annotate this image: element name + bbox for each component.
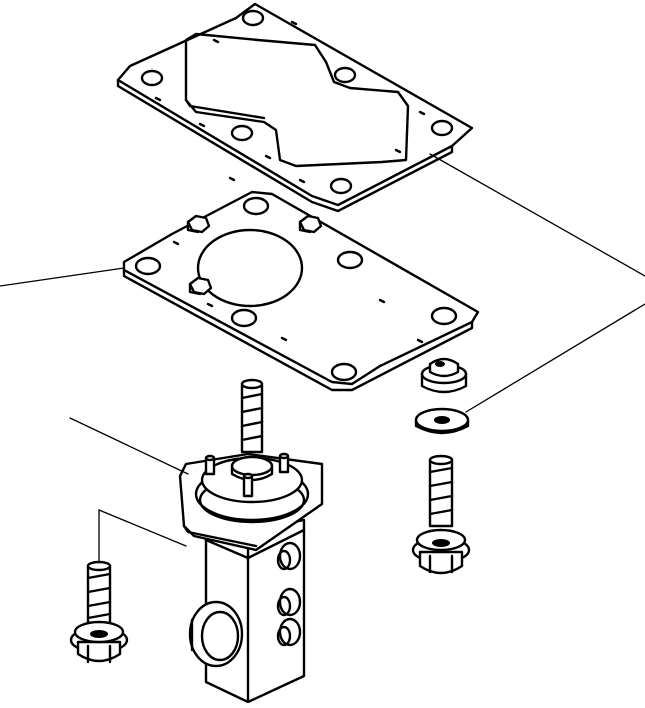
leader-line-washer — [465, 303, 645, 413]
leader-line-lower-gasket — [0, 267, 125, 287]
bolt-left — [69, 560, 129, 664]
gasket-lower — [122, 176, 480, 392]
nut — [420, 357, 468, 394]
leader-line-valve — [69, 417, 189, 475]
leader-line-upper-gasket — [429, 153, 645, 277]
valve-body — [178, 378, 324, 704]
gasket-upper — [116, 2, 474, 213]
bolt-right — [411, 454, 471, 575]
leader-lines — [0, 153, 645, 563]
leader-line-left-bolt — [98, 509, 187, 563]
washer — [414, 407, 470, 435]
